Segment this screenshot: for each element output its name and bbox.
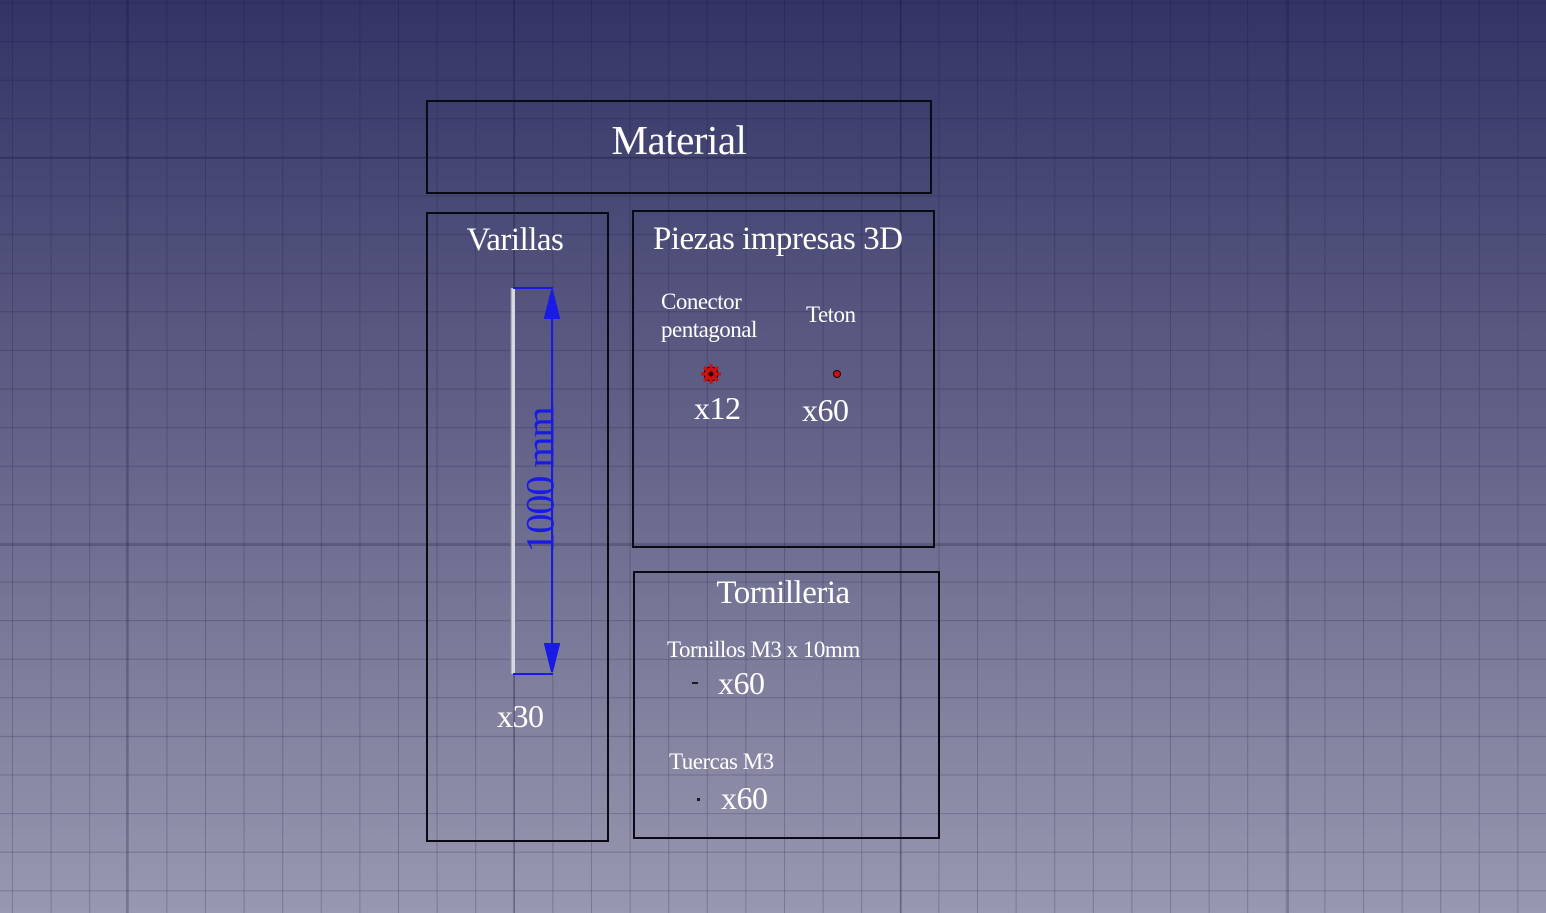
dimension-arrow-top <box>543 289 561 319</box>
rods-frame <box>426 212 609 842</box>
material-title: Material <box>611 117 747 163</box>
nut-shape <box>697 798 700 801</box>
printed-parts-frame <box>632 210 935 548</box>
pentagonal-connector-shape <box>701 364 721 384</box>
nuts-quantity: x60 <box>721 780 768 816</box>
hardware-frame <box>633 571 940 839</box>
teton-label: Teton <box>806 302 856 327</box>
rods-title: Varillas <box>466 222 564 258</box>
material-frame <box>426 100 932 194</box>
dimension-arrow-bottom <box>543 643 561 673</box>
connector-quantity: x12 <box>694 390 741 426</box>
connector-label: Conector pentagonal <box>661 289 757 342</box>
dimension-line <box>513 287 561 675</box>
teton-quantity: x60 <box>802 392 849 428</box>
teton-shape <box>833 370 841 378</box>
screws-quantity: x60 <box>718 665 765 701</box>
hardware-title: Tornilleria <box>716 575 850 611</box>
rods-quantity: x30 <box>497 698 544 734</box>
printed-parts-title: Piezas impresas 3D <box>653 221 903 257</box>
nuts-label: Tuercas M3 <box>669 749 774 774</box>
screws-label: Tornillos M3 x 10mm <box>667 637 860 662</box>
